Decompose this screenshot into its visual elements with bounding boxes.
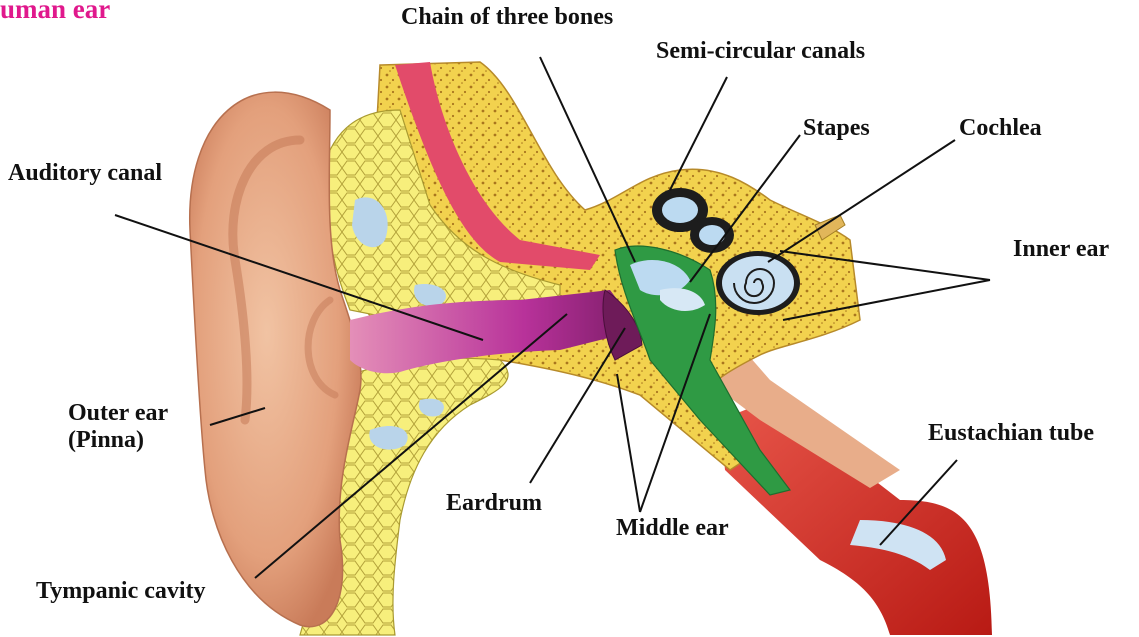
label-tympanic-cavity: Tympanic cavity xyxy=(36,578,206,605)
cochlea xyxy=(716,251,800,315)
label-auditory-canal: Auditory canal xyxy=(8,160,162,187)
diagram-title: uman ear xyxy=(0,0,110,25)
label-outer-ear-line1: Outer ear xyxy=(68,400,168,427)
label-outer-ear: Outer ear (Pinna) xyxy=(68,400,168,454)
label-semi-circular-canals: Semi-circular canals xyxy=(656,38,865,65)
label-outer-ear-line2: (Pinna) xyxy=(68,427,168,454)
label-eustachian-tube: Eustachian tube xyxy=(928,420,1094,447)
label-inner-ear: Inner ear xyxy=(1013,236,1109,263)
label-stapes: Stapes xyxy=(803,115,870,142)
label-middle-ear: Middle ear xyxy=(616,515,729,542)
label-eardrum: Eardrum xyxy=(446,490,542,517)
label-chain-of-three-bones: Chain of three bones xyxy=(401,4,613,31)
label-cochlea: Cochlea xyxy=(959,115,1042,142)
